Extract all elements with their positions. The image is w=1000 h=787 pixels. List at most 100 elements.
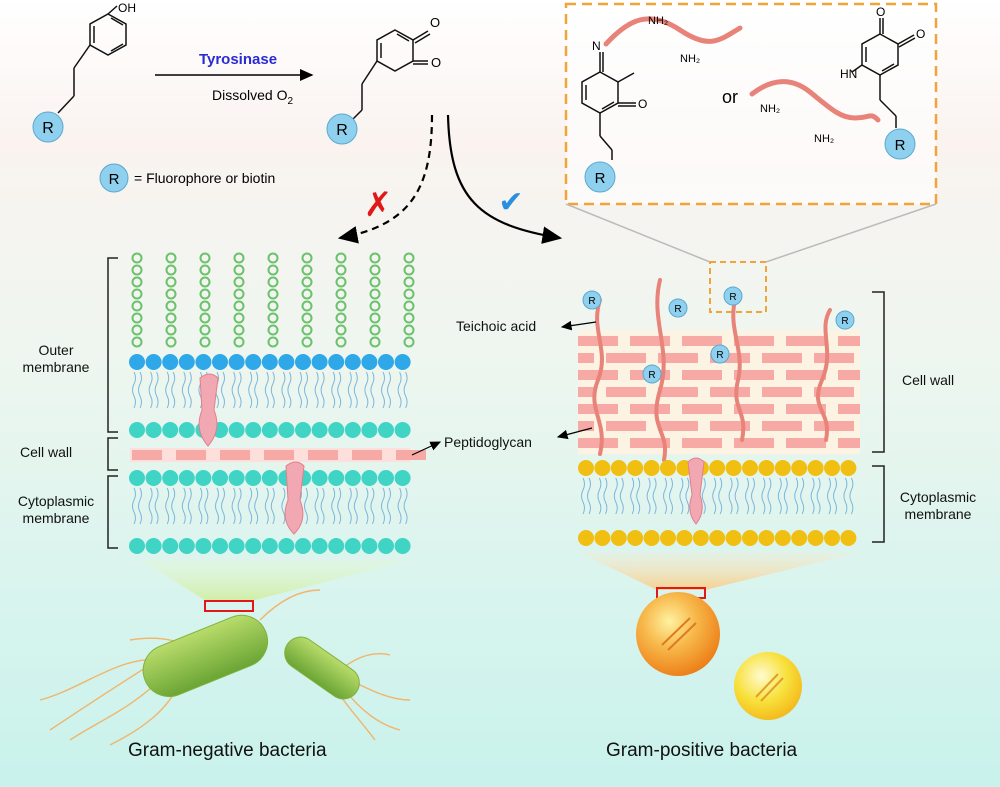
gp-headgroup-inner xyxy=(774,530,791,546)
lipid-tail xyxy=(364,487,375,525)
peptidoglycan-layer xyxy=(734,370,774,380)
lps-sugar xyxy=(403,264,415,276)
cyto-headgroup xyxy=(129,470,145,486)
lps-sugar xyxy=(369,252,381,264)
lps-sugar xyxy=(165,324,177,336)
inset-hn-label: HN xyxy=(840,67,857,81)
outer-headgroup xyxy=(261,354,278,370)
inset-o-label: O xyxy=(638,97,647,111)
gp-headgroup-inner xyxy=(676,530,693,546)
lps-sugar xyxy=(335,288,347,300)
peptidoglycan-layer xyxy=(630,336,670,346)
peptidoglycan-layer xyxy=(734,336,774,346)
lipid-tail xyxy=(248,487,259,525)
lipid-tail xyxy=(198,487,209,525)
outer-headgroup xyxy=(361,354,378,370)
cyto-headgroup xyxy=(145,470,162,486)
lipid-tail xyxy=(777,477,788,515)
gp-headgroup xyxy=(807,460,824,476)
lps-sugar xyxy=(267,264,279,276)
inset-n-label: N xyxy=(592,39,601,53)
cyto-headgroup-inner xyxy=(162,538,179,554)
product-r-bubble: R xyxy=(326,113,358,145)
peptidoglycan-layer xyxy=(606,353,646,363)
r-tag-label: R xyxy=(716,350,723,361)
outer-headgroup-inner xyxy=(394,422,411,438)
lps-sugar xyxy=(267,324,279,336)
lipid-tail xyxy=(347,487,358,525)
label-cell-wall-negative: Cell wall xyxy=(20,444,73,460)
lipid-tail xyxy=(347,371,358,409)
lps-sugar xyxy=(199,252,211,264)
bracket-cytoplasmic-membrane xyxy=(107,475,118,549)
cyto-headgroup xyxy=(261,470,278,486)
svg-text:R: R xyxy=(336,122,348,139)
lps-sugar xyxy=(369,264,381,276)
outer-headgroup xyxy=(378,354,394,370)
gp-headgroup xyxy=(610,460,627,476)
legend: R = Fluorophore or biotin xyxy=(99,163,275,193)
lps-sugar xyxy=(403,276,415,288)
lps-sugar xyxy=(403,324,415,336)
teichoic-acid-chain xyxy=(592,298,604,456)
lps-sugar xyxy=(403,252,415,264)
outer-headgroup xyxy=(178,354,195,370)
porin-protein xyxy=(198,373,219,447)
lipid-tail xyxy=(148,371,159,409)
gp-headgroup xyxy=(791,460,808,476)
cyto-headgroup xyxy=(245,470,262,486)
lipid-tail xyxy=(165,487,176,525)
gp-headgroup-inner xyxy=(578,530,594,546)
r-tag-label: R xyxy=(588,296,595,307)
svg-text:R: R xyxy=(109,171,120,188)
peptidoglycan-layer xyxy=(838,404,860,414)
peptidoglycan-strand xyxy=(396,450,426,460)
gp-headgroup xyxy=(578,460,594,476)
peptidoglycan-layer xyxy=(578,438,618,448)
zoom-beam-negative xyxy=(140,560,410,600)
lps-sugar xyxy=(199,288,211,300)
peptidoglycan-layer xyxy=(710,353,750,363)
lps-sugar xyxy=(335,264,347,276)
peptidoglycan-layer xyxy=(658,387,698,397)
lps-sugar xyxy=(335,252,347,264)
lps-sugar xyxy=(301,288,313,300)
peptidoglycan-layer xyxy=(710,421,750,431)
lps-sugar xyxy=(267,300,279,312)
gp-headgroup-inner xyxy=(840,530,857,546)
outer-headgroup xyxy=(162,354,179,370)
lps-sugar xyxy=(165,288,177,300)
lipid-tail xyxy=(215,487,225,525)
lipid-tail xyxy=(679,477,690,515)
lps-sugar xyxy=(131,312,143,324)
peptidoglycan-layer xyxy=(682,438,722,448)
outer-headgroup xyxy=(311,354,328,370)
peptidoglycan-layer xyxy=(734,404,774,414)
gp-headgroup xyxy=(758,460,775,476)
inset-left-structure xyxy=(581,52,636,160)
lipid-tail xyxy=(181,371,192,409)
lps-sugar xyxy=(165,300,177,312)
outer-headgroup-inner xyxy=(261,422,278,438)
dashed-arrow-negative xyxy=(337,114,434,244)
cyto-headgroup-inner xyxy=(129,538,145,554)
inset-nh2-label: NH₂ xyxy=(760,103,780,115)
peptidoglycan-layer xyxy=(658,421,698,431)
protein-chain-right xyxy=(749,79,881,123)
lipid-tail xyxy=(331,371,342,409)
lps-sugar xyxy=(335,300,347,312)
lps-sugar xyxy=(165,264,177,276)
gp-headgroup-inner xyxy=(660,530,676,546)
lipid-tail xyxy=(148,487,159,525)
lps-sugar xyxy=(403,312,415,324)
lps-sugar xyxy=(233,264,245,276)
gp-headgroup xyxy=(824,460,840,476)
lps-sugar xyxy=(267,336,279,348)
lps-sugar xyxy=(199,300,211,312)
gp-headgroup xyxy=(742,460,758,476)
lps-sugar xyxy=(267,252,279,264)
peptidoglycan-layer xyxy=(578,353,594,363)
label-peptidoglycan: Peptidoglycan xyxy=(444,434,532,450)
lps-sugar xyxy=(369,312,381,324)
